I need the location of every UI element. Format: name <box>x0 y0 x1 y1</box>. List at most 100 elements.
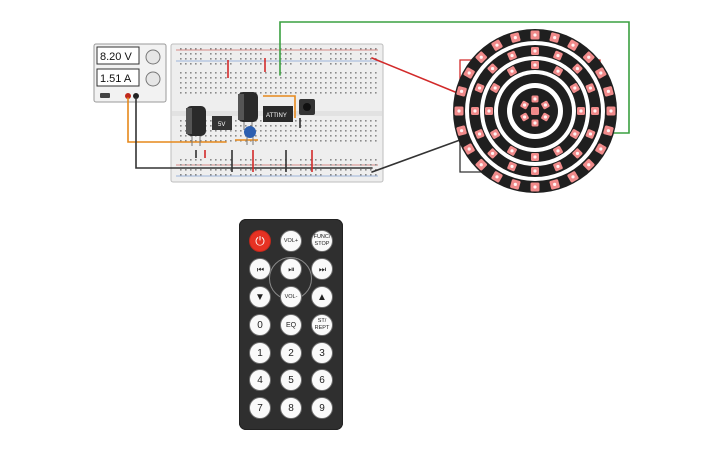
positive-terminal[interactable] <box>125 93 131 99</box>
neopixel-led-center <box>477 132 482 136</box>
neopixel-led-center <box>477 86 482 90</box>
neopixel-led-center <box>556 69 560 73</box>
neopixel-led-center <box>609 109 613 113</box>
neopixel-led-center <box>513 182 517 187</box>
neopixel-led-center <box>571 175 575 179</box>
neopixel-led-center <box>459 89 464 93</box>
neopixel-center-led <box>531 107 539 115</box>
three-button[interactable]: 3 <box>311 342 333 364</box>
regulator-label: 5V <box>218 122 225 128</box>
up-button[interactable]: ▲ <box>311 286 333 308</box>
play-pause-icon: ⏯ <box>288 264 294 274</box>
neopixel-led-center <box>587 163 591 167</box>
neopixel-led-center <box>599 147 603 151</box>
five-button[interactable]: 5 <box>280 369 302 391</box>
neopixel-led-center <box>490 66 495 71</box>
neopixel-led-center <box>556 53 560 58</box>
neopixel-led-center <box>533 97 537 101</box>
zero-button[interactable]: 0 <box>249 314 271 336</box>
six-button[interactable]: 6 <box>311 369 333 391</box>
neopixel-led-center <box>533 169 537 173</box>
prev-button[interactable]: ⏮ <box>249 258 271 280</box>
neopixel-led-center <box>533 185 537 189</box>
negative-terminal[interactable] <box>133 93 139 99</box>
neopixel-led-center <box>556 164 560 169</box>
skip-back-icon: ⏮ <box>256 264 264 274</box>
capacitor-right[interactable] <box>238 92 258 130</box>
attiny-chip[interactable]: ATTINY <box>263 106 293 122</box>
neopixel-led-center <box>588 132 593 136</box>
neopixel-led-center <box>513 35 517 40</box>
next-button[interactable]: ⏭ <box>311 258 333 280</box>
voltage-regulator[interactable]: 5V <box>212 116 232 130</box>
neopixel-led-center <box>575 151 580 156</box>
neopixel-led-center <box>473 109 477 113</box>
capacitor-left[interactable] <box>186 106 206 146</box>
neopixel-led-center <box>587 55 591 59</box>
neopixel-led-center <box>571 43 575 47</box>
power-button[interactable]: ⏻ <box>249 230 271 252</box>
arrow-down-icon: ▼ <box>255 291 265 303</box>
neopixel-led-center <box>543 115 547 119</box>
neopixel-led-center <box>495 175 499 179</box>
neopixel-led-center <box>479 55 483 59</box>
neopixel-led-center <box>495 43 499 47</box>
neopixel-led-center <box>510 53 514 58</box>
nine-button[interactable]: 9 <box>311 397 333 419</box>
breadboard-jumpers <box>195 58 313 172</box>
current-knob[interactable] <box>145 71 161 87</box>
neopixel-led-center <box>510 69 514 73</box>
neopixel-led-center <box>606 129 611 133</box>
two-button[interactable]: 2 <box>280 342 302 364</box>
arrow-up-icon: ▲ <box>317 291 327 303</box>
neopixel-led-center <box>579 109 583 113</box>
neopixel-led-center <box>543 103 547 107</box>
neopixel-led-center <box>467 71 471 75</box>
one-button[interactable]: 1 <box>249 342 271 364</box>
neopixel-led-center <box>533 63 537 67</box>
neopixel-led-center <box>533 121 537 125</box>
vol-up-button[interactable]: VOL+ <box>280 230 302 252</box>
neopixel-led-center <box>467 147 471 151</box>
neopixel-led-center <box>573 86 577 90</box>
neopixel-led-center <box>457 109 461 113</box>
power-icon: ⏻ <box>255 233 265 248</box>
voltage-knob[interactable] <box>145 49 161 65</box>
neopixel-led-center <box>575 66 580 71</box>
neopixel-led-center <box>510 164 514 169</box>
chip-label: ATTINY <box>266 113 287 119</box>
neopixel-led-center <box>490 151 495 156</box>
neopixel-led-center <box>493 132 497 136</box>
power-switch[interactable] <box>100 93 110 98</box>
skip-forward-icon: ⏭ <box>318 264 326 274</box>
neopixel-led-center <box>573 132 577 136</box>
st-rept-button[interactable]: ST/ REPT <box>311 314 333 336</box>
four-button[interactable]: 4 <box>249 369 271 391</box>
neopixel-led-center <box>588 86 593 90</box>
neopixel-led-center <box>599 71 603 75</box>
neopixel-led-center <box>553 182 557 187</box>
seven-button[interactable]: 7 <box>249 397 271 419</box>
neopixel-led-center <box>479 163 483 167</box>
ceramic-capacitor[interactable] <box>244 126 256 145</box>
current-display: 1.51 A <box>100 73 132 85</box>
power-supply[interactable]: 8.20 V 1.51 A <box>93 43 167 103</box>
eight-button[interactable]: 8 <box>280 397 302 419</box>
play-pause-button[interactable]: ⏯ <box>280 258 302 280</box>
neopixel-led-center <box>556 149 560 153</box>
neopixel-led-center <box>493 86 497 90</box>
neopixel-led-center <box>459 129 464 133</box>
func-stop-button[interactable]: FUNC/ STOP <box>311 230 333 252</box>
neopixel-led-center <box>533 49 537 53</box>
neopixel-led-center <box>510 149 514 153</box>
neopixel-led-center <box>593 109 597 113</box>
eq-button[interactable]: EQ <box>280 314 302 336</box>
down-button[interactable]: ▼ <box>249 286 271 308</box>
neopixel-led-center <box>606 89 611 93</box>
neopixel-rings[interactable] <box>453 29 617 193</box>
neopixel-led-center <box>523 103 527 107</box>
neopixel-led-center <box>533 33 537 37</box>
vol-down-button[interactable]: VOL- <box>280 286 302 308</box>
ir-receiver[interactable] <box>299 99 315 115</box>
